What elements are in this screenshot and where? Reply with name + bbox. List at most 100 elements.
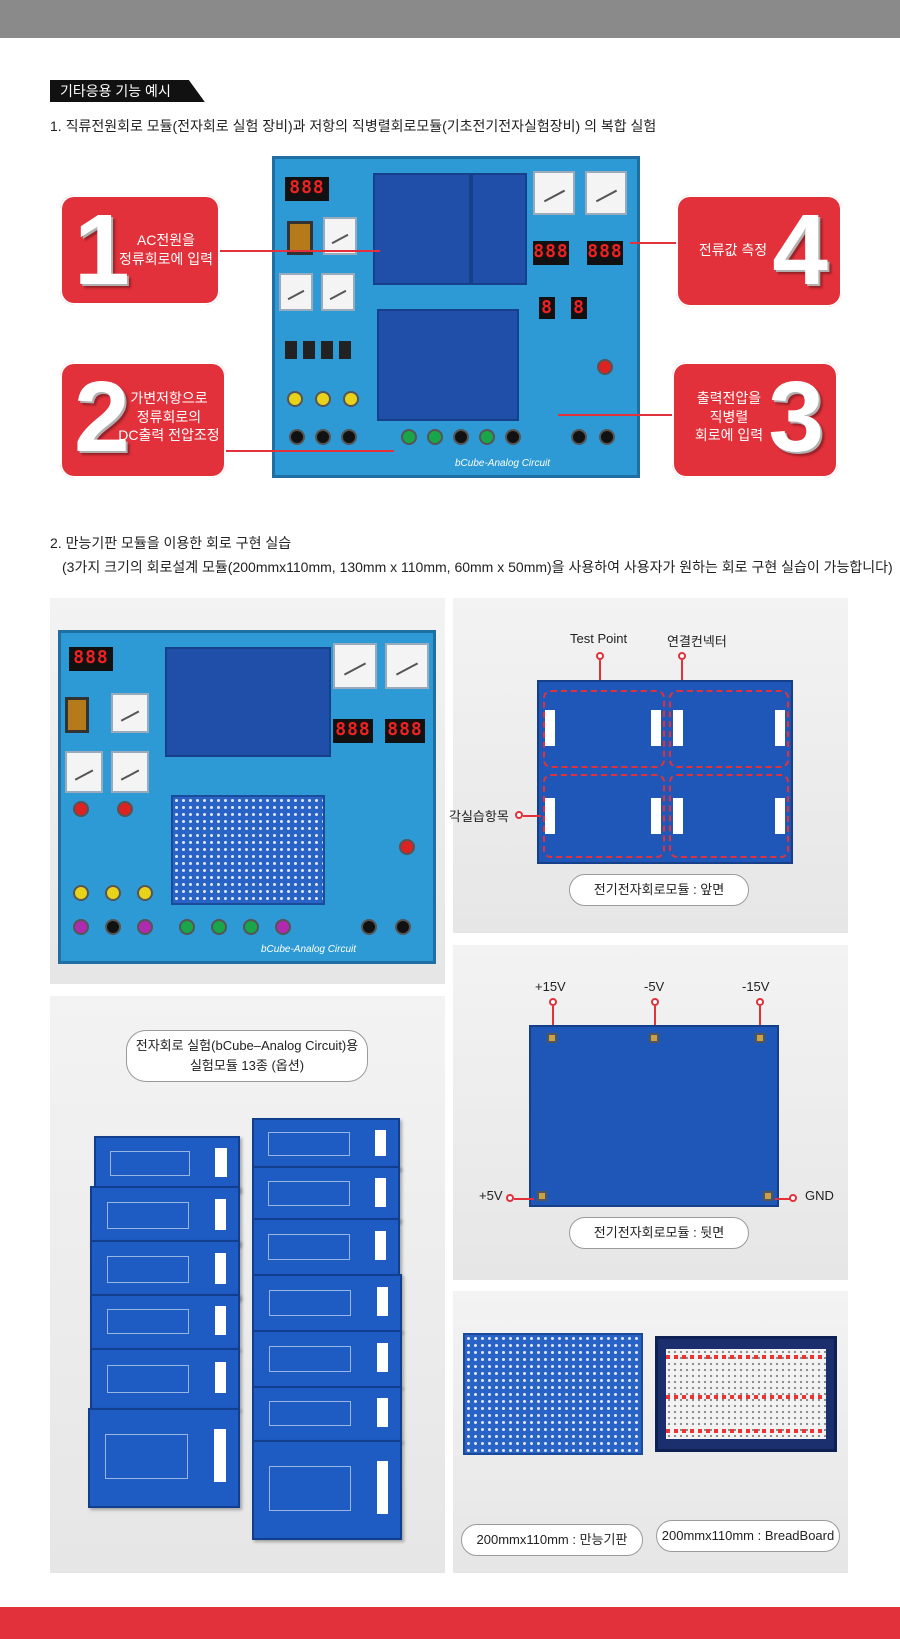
- callout-number: 3: [768, 361, 824, 473]
- seven-segment-display: 888: [533, 241, 569, 265]
- connector-block: [545, 798, 555, 834]
- seven-segment-display: 888: [333, 719, 373, 743]
- test-point-label: Test Point: [570, 631, 628, 646]
- connector-block: [651, 710, 661, 746]
- callout-dot-icon: [789, 1194, 797, 1202]
- leader-line: [552, 1006, 554, 1032]
- section-outline: [543, 774, 665, 858]
- leader-line: [599, 660, 601, 688]
- leader-line: [514, 1198, 534, 1200]
- connector-label: 연결컨넥터: [667, 634, 727, 649]
- items-label: 각실습항목: [449, 809, 509, 824]
- knob: [211, 919, 227, 935]
- callout-dot-icon: [678, 652, 686, 660]
- knob: [361, 919, 377, 935]
- toggle-switch: [303, 341, 315, 359]
- connector-block: [673, 710, 683, 746]
- breadboard-rail: [666, 1355, 826, 1359]
- experiment-module: [252, 1118, 400, 1170]
- breadboard-rail: [666, 1429, 826, 1433]
- seven-segment-display: 8: [539, 297, 555, 319]
- callout-number: 4: [772, 194, 828, 306]
- board-label: bCube-Analog Circuit: [261, 944, 357, 955]
- knob: [137, 919, 153, 935]
- circuit-module: [471, 173, 527, 285]
- section1-trainer-board: 888 888 888 8 8 bCube-Analog Circuit: [272, 156, 640, 478]
- leader-line: [775, 1198, 791, 1200]
- universal-board-mounted: [171, 795, 325, 905]
- seven-segment-display: 888: [69, 647, 113, 671]
- knob: [179, 919, 195, 935]
- connector-block: [545, 710, 555, 746]
- breadboard-caption: 200mmx110mm : BreadBoard: [656, 1520, 840, 1552]
- toggle-switch: [339, 341, 351, 359]
- callout-text: 가변저항으로 정류회로의 DC출력 전압조정: [118, 389, 220, 444]
- power-terminal: [537, 1191, 547, 1201]
- callout-text: AC전원을 정류회로에 입력: [118, 232, 214, 267]
- circuit-module: [165, 647, 331, 757]
- knob: [73, 801, 89, 817]
- connector-block: [775, 710, 785, 746]
- callout-text: 출력전압을 직병렬 회로에 입력: [694, 389, 764, 444]
- universal-board-caption: 200mmx110mm : 만능기판: [461, 1524, 643, 1556]
- section-outline: [669, 690, 789, 768]
- callout-text: 전류값 측정: [698, 241, 768, 258]
- callout-dot-icon: [515, 811, 523, 819]
- experiment-module: [252, 1166, 400, 1222]
- experiment-module: [252, 1386, 402, 1442]
- connector-block: [673, 798, 683, 834]
- rectifier-module: [373, 173, 471, 285]
- section-outline: [669, 774, 789, 858]
- experiment-module: [90, 1240, 240, 1300]
- knob: [571, 429, 587, 445]
- toggle-switch: [321, 341, 333, 359]
- callout-dot-icon: [596, 652, 604, 660]
- callout-dot-icon: [549, 998, 557, 1006]
- module-front-panel: Test Point 연결컨넥터 각실습항목 전기전자회로모듈 : 앞면: [449, 598, 848, 933]
- knob: [599, 429, 615, 445]
- board-label: bCube-Analog Circuit: [455, 458, 551, 469]
- analog-meter: [323, 217, 357, 255]
- analog-meter: [333, 643, 377, 689]
- minus15v-label: -15V: [742, 979, 770, 994]
- minus5v-label: -5V: [644, 979, 665, 994]
- transformer: [287, 221, 313, 255]
- knob: [453, 429, 469, 445]
- plus5v-label: +5V: [479, 1188, 503, 1203]
- experiment-module: [90, 1294, 240, 1350]
- experiment-module: [252, 1218, 400, 1276]
- experiment-module: [94, 1136, 240, 1192]
- knob: [137, 885, 153, 901]
- top-bar: [0, 0, 900, 38]
- callout-1: 1 AC전원을 정류회로에 입력: [60, 195, 220, 305]
- series-parallel-module: [377, 309, 519, 421]
- analog-meter: [321, 273, 355, 311]
- experiment-module: [252, 1330, 402, 1388]
- experiment-module: [252, 1274, 402, 1332]
- knob: [105, 919, 121, 935]
- callout-3: 3 출력전압을 직병렬 회로에 입력: [672, 362, 838, 478]
- knob: [275, 919, 291, 935]
- power-terminal: [755, 1033, 765, 1043]
- power-terminal: [763, 1191, 773, 1201]
- seven-segment-display: 888: [587, 241, 623, 265]
- knob: [427, 429, 443, 445]
- gnd-label: GND: [805, 1188, 834, 1203]
- back-caption: 전기전자회로모듈 : 뒷면: [569, 1217, 749, 1249]
- analog-meter: [533, 171, 575, 215]
- section1-heading: 1. 직류전원회로 모듈(전자회로 실험 장비)과 저항의 직병렬회로모듈(기초…: [50, 118, 657, 134]
- universal-board: [463, 1333, 643, 1455]
- callout-dot-icon: [756, 998, 764, 1006]
- breadboard: [655, 1336, 837, 1452]
- boards-panel: 200mmx110mm : 만능기판 200mmx110mm : BreadBo…: [453, 1291, 848, 1573]
- module-back-pcb: [529, 1025, 779, 1207]
- callout-4: 4 전류값 측정: [676, 195, 842, 307]
- knob: [105, 885, 121, 901]
- knob: [315, 429, 331, 445]
- breadboard-grid: [666, 1349, 826, 1439]
- leader-line: [558, 414, 672, 416]
- seven-segment-display: 888: [285, 177, 329, 201]
- knob: [287, 391, 303, 407]
- connector-block: [651, 798, 661, 834]
- leader-line: [681, 660, 683, 688]
